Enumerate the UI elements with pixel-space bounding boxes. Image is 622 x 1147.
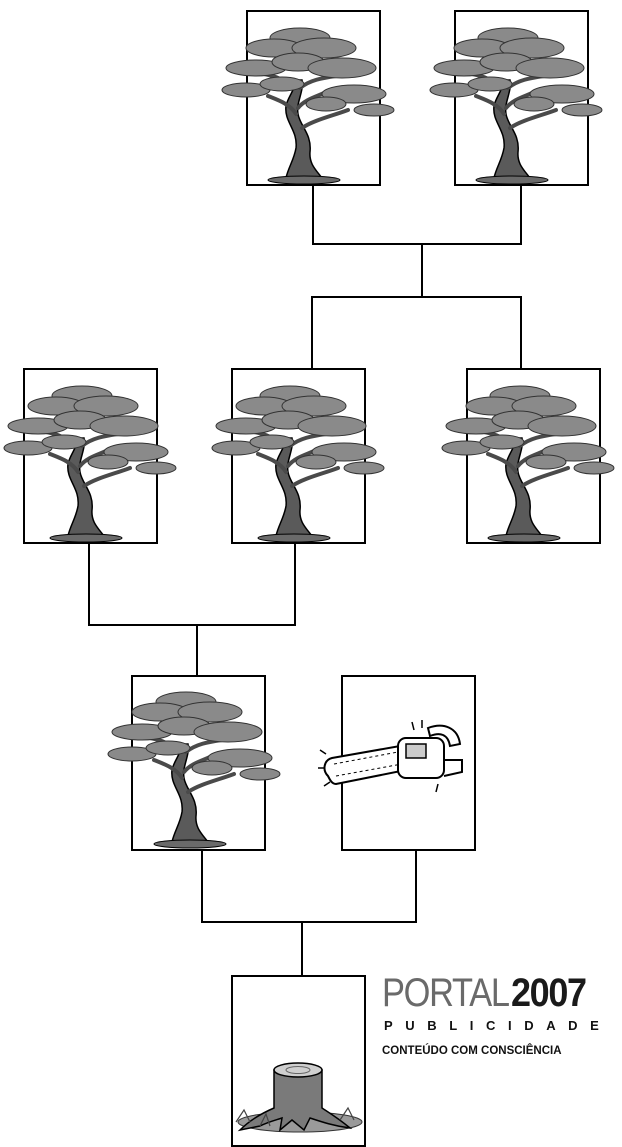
brand-year: 2007	[511, 971, 587, 1015]
connector-lines	[88, 185, 522, 976]
brand-tagline: CONTEÚDO COM CONSCIÊNCIA	[382, 1045, 562, 1057]
brand-subtitle: PUBLICIDADE	[384, 1018, 612, 1033]
brand-logo: PORTAL 2007	[382, 971, 587, 1015]
brand-name: PORTAL	[382, 971, 510, 1015]
